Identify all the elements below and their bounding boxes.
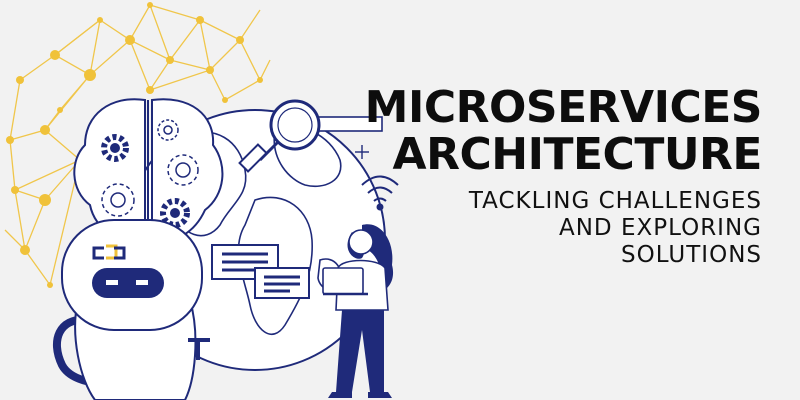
gear-icon <box>157 119 179 141</box>
subtitle: TACKLING CHALLENGES AND EXPLORING SOLUTI… <box>469 188 762 269</box>
sparkle-icon <box>355 145 369 159</box>
network-nodes <box>6 2 263 288</box>
robot-logo-icon <box>92 244 126 260</box>
person-with-laptop <box>322 224 394 398</box>
wifi-icon <box>361 175 399 211</box>
subtitle-line: SOLUTIONS <box>621 242 762 268</box>
gear-icon <box>167 154 199 186</box>
title-line: MICROSERVICES <box>364 82 763 133</box>
gear-icon <box>101 134 129 162</box>
gear-icon <box>160 198 190 228</box>
chat-bubble-icon <box>254 267 310 299</box>
title-line: ARCHITECTURE <box>392 129 763 180</box>
gear-icon <box>101 183 135 217</box>
subtitle-line: TACKLING CHALLENGES <box>468 188 762 214</box>
magnifier-icon <box>238 99 383 173</box>
brain-icon <box>73 98 224 243</box>
subtitle-line: AND EXPLORING <box>558 215 762 241</box>
page-title: MICROSERVICES ARCHITECTURE <box>364 82 763 180</box>
robot-icon <box>53 219 210 400</box>
